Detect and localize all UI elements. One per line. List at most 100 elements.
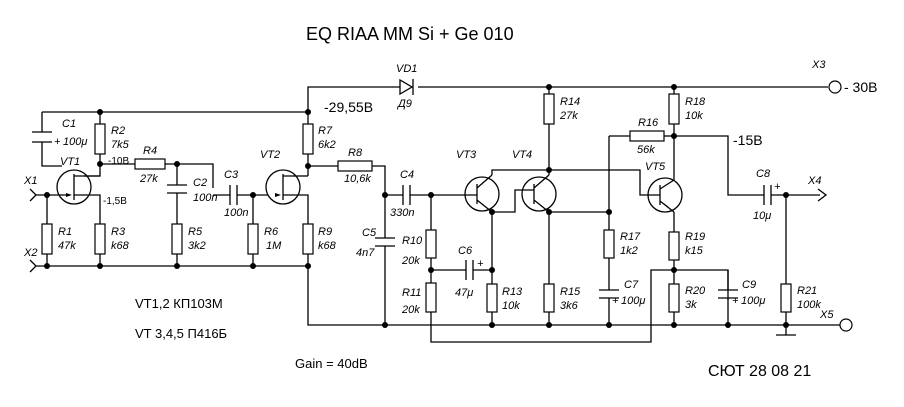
label-x3: X3 [811, 59, 826, 71]
transistor-vt1 [56, 169, 100, 205]
resistor-r5 [171, 223, 183, 255]
label-vd1-value: Д9 [396, 98, 412, 110]
value-r6: 1M [266, 240, 282, 252]
capacitors [32, 131, 772, 299]
label-r8: R8 [348, 147, 363, 159]
label-c7: C7 [624, 279, 639, 291]
resistor-r17 [603, 229, 615, 259]
label-r21: R21 [797, 285, 817, 297]
capacitor-c9 [718, 289, 738, 299]
voltage-rail: -29,55B [324, 99, 373, 115]
label-c5: C5 [362, 227, 377, 239]
value-c5: 4n7 [356, 247, 375, 259]
value-r7: 6k2 [318, 139, 336, 151]
terminal-x5 [839, 318, 853, 332]
value-r19: k15 [685, 245, 704, 257]
label-r6: R6 [264, 226, 279, 238]
resistor-r20 [668, 283, 680, 313]
capacitor-c8 [763, 185, 772, 205]
label-vt1: VT1 [60, 156, 80, 168]
voltage-supply: - 30B [844, 79, 877, 95]
resistor-r2 [94, 123, 106, 155]
resistor-r3 [94, 223, 106, 255]
terminal-x3 [828, 80, 842, 94]
value-r4: 27k [139, 173, 158, 185]
transistor-vt5 [647, 177, 683, 213]
polarity-c9: + [732, 295, 739, 307]
resistor-r7 [302, 123, 314, 155]
capacitor-c5 [375, 237, 395, 247]
diode-vd1 [399, 78, 414, 96]
capacitor-c2 [167, 184, 187, 194]
value-r1: 47k [58, 240, 76, 252]
value-r17: 1k2 [620, 245, 638, 257]
value-r11: 20k [401, 304, 420, 316]
label-c4: C4 [400, 169, 414, 181]
value-c2: 100n [193, 192, 217, 204]
value-r10: 20k [401, 255, 420, 267]
capacitor-c3 [229, 185, 238, 205]
voltage-vt1-drain: -10B [108, 156, 129, 167]
voltage-vt1-source: -1,5B [103, 196, 127, 207]
label-r1: R1 [58, 226, 72, 238]
junctions [44, 84, 789, 328]
resistor-r1 [41, 223, 53, 255]
resistor-r14 [543, 93, 555, 125]
label-x1: X1 [23, 175, 37, 187]
value-c7: 100μ [621, 295, 645, 307]
resistor-r4 [134, 158, 166, 170]
label-c2: C2 [193, 177, 207, 189]
resistor-r11 [425, 282, 437, 313]
label-r3: R3 [111, 226, 126, 238]
value-c4: 330n [390, 207, 414, 219]
value-r16: 56k [637, 144, 655, 156]
polarity-c7: + [612, 295, 619, 307]
resistor-r10 [425, 229, 437, 259]
capacitor-c7 [599, 289, 619, 299]
resistor-r8 [337, 160, 373, 172]
label-vt3: VT3 [456, 149, 477, 161]
label-x2: X2 [23, 247, 37, 259]
transistor-vt4 [521, 174, 557, 213]
schematic-title: EQ RIAA MM Si + Ge 010 [306, 24, 514, 44]
label-c9: C9 [742, 279, 756, 291]
label-r15: R15 [560, 286, 581, 298]
resistor-r13 [486, 283, 498, 313]
value-r3: k68 [111, 240, 130, 252]
resistor-r16 [629, 130, 665, 142]
value-c3: 100n [224, 207, 248, 219]
value-c6: 47μ [455, 287, 473, 299]
label-c1: C1 [62, 118, 76, 130]
note-bjt-types: VT 3,4,5 П416Б [135, 326, 227, 341]
label-r14: R14 [560, 96, 580, 108]
polarity-c1: + [54, 136, 61, 148]
resistor-r9 [302, 223, 314, 255]
value-c9: 100μ [741, 295, 765, 307]
label-c3: C3 [224, 169, 239, 181]
label-r4: R4 [143, 145, 157, 157]
polarity-c8: + [774, 181, 781, 193]
note-signature: СЮТ 28 08 21 [708, 363, 811, 380]
label-x4: X4 [807, 175, 821, 187]
transistor-vt3 [464, 174, 500, 213]
label-r11: R11 [402, 287, 421, 299]
label-r19: R19 [685, 231, 705, 243]
transistor-vt2 [265, 169, 301, 205]
resistor-r18 [668, 93, 680, 125]
voltage-output-node: -15B [733, 132, 763, 148]
resistor-r6 [247, 223, 259, 255]
value-r21: 100k [797, 299, 821, 311]
resistor-r21 [780, 283, 792, 313]
resistor-r19 [668, 231, 680, 261]
note-gain: Gain = 40dB [295, 356, 368, 371]
label-r16: R16 [638, 117, 659, 129]
label-vt4: VT4 [512, 149, 532, 161]
label-r7: R7 [318, 125, 333, 137]
capacitor-c1 [32, 131, 52, 143]
resistors [41, 93, 792, 313]
label-vt2: VT2 [260, 149, 280, 161]
value-r14: 27k [559, 110, 578, 122]
label-r18: R18 [685, 96, 706, 108]
polarity-c6: + [477, 258, 484, 270]
